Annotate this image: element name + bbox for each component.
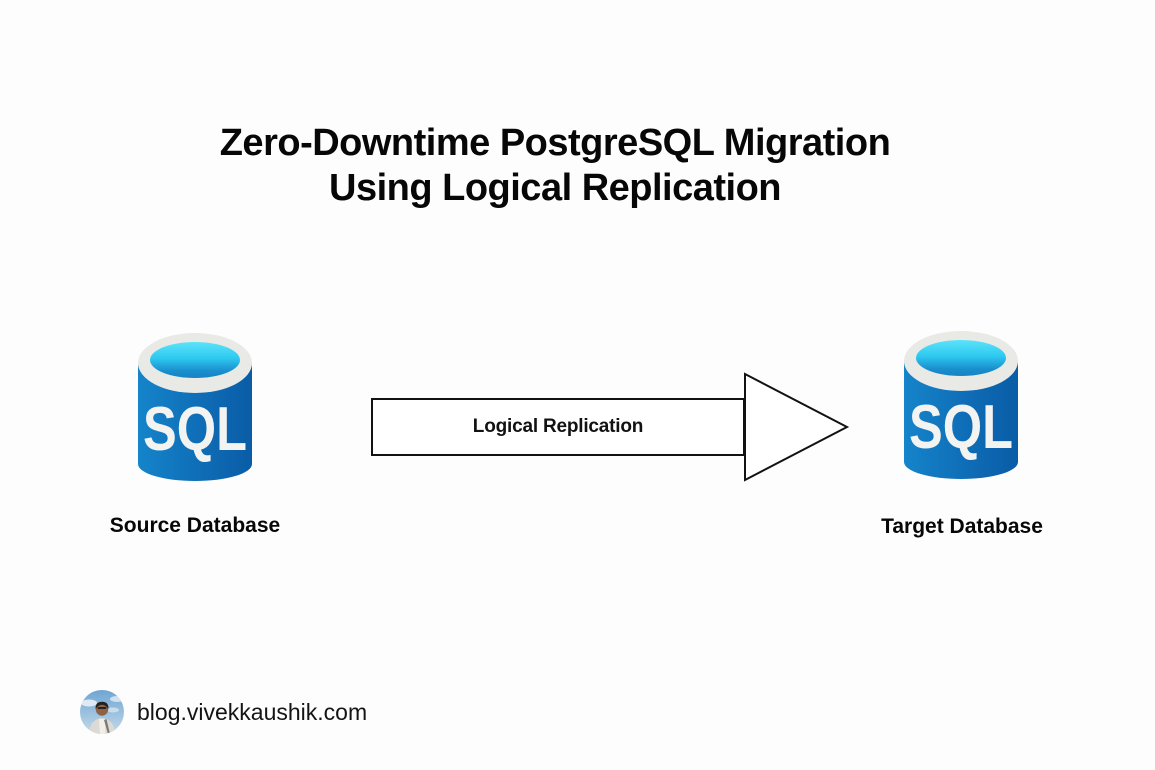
page-title: Zero-Downtime PostgreSQL Migration Using…: [0, 121, 1110, 211]
source-database-label: Source Database: [109, 514, 281, 537]
replication-arrow-head-icon: [744, 372, 850, 482]
page-title-line-2: Using Logical Replication: [329, 167, 782, 209]
source-sql-database-icon: SQL: [138, 333, 252, 481]
target-database-label: Target Database: [881, 515, 1043, 538]
target-sql-icon-text: SQL: [909, 393, 1013, 462]
footer-site-url: blog.vivekkaushik.com: [137, 698, 368, 725]
footer: blog.vivekkaushik.com: [80, 690, 367, 734]
source-sql-icon-text: SQL: [143, 395, 247, 464]
author-avatar: [80, 690, 124, 734]
replication-arrow-label: Logical Replication: [472, 416, 644, 437]
page-title-line-1: Zero-Downtime PostgreSQL Migration: [219, 122, 891, 164]
replication-arrow-body: Logical Replication: [371, 398, 745, 456]
author-avatar-photo: [80, 690, 124, 734]
target-sql-database-icon: SQL: [904, 331, 1018, 479]
